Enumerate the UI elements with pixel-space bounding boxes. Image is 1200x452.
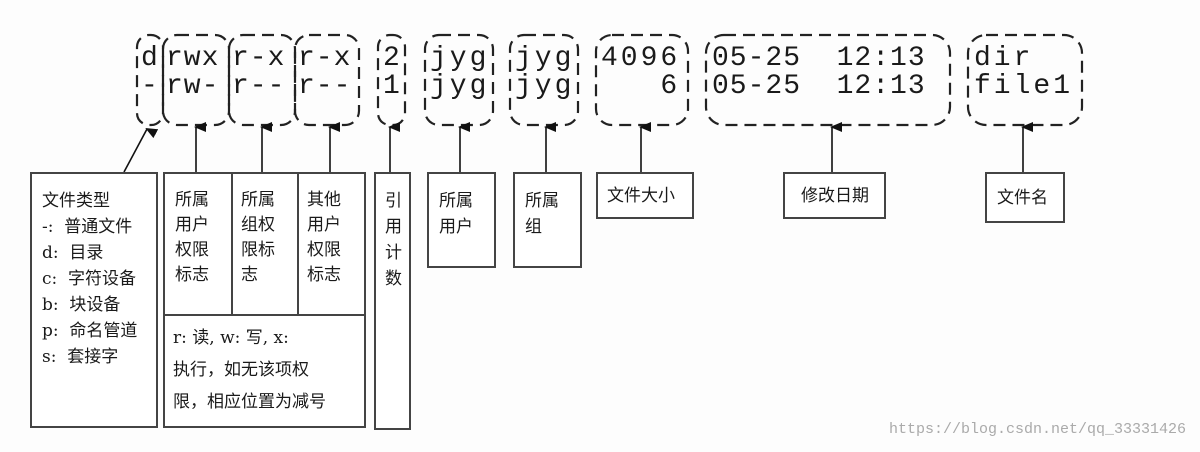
file-type-regular: -: 普通文件 bbox=[42, 217, 133, 237]
date-row2: 05-25 12:13 bbox=[712, 71, 926, 102]
other-perm-row1: r-x bbox=[298, 43, 352, 74]
arrow-type bbox=[123, 128, 159, 173]
group-perm-label: 所属组权限标志 bbox=[241, 190, 275, 285]
name-box: 文件名 bbox=[985, 172, 1065, 223]
file-type-pipe: p: 命名管道 bbox=[42, 321, 138, 341]
size-row1: 4096 bbox=[601, 43, 681, 74]
size-row2: 6 bbox=[601, 71, 681, 102]
perm-divider-1 bbox=[231, 174, 233, 314]
name-row1: dir bbox=[974, 43, 1034, 74]
links-box: 引用计数 bbox=[374, 172, 411, 430]
owner-perm-row1: rwx bbox=[166, 43, 220, 74]
owner-group bbox=[423, 33, 495, 127]
file-type-title: 文件类型 bbox=[42, 191, 110, 211]
links-row2: 1 bbox=[383, 71, 404, 102]
perm-divider-horizontal bbox=[165, 314, 364, 316]
owner-perm-label: 所属用户权限标志 bbox=[175, 190, 209, 285]
name-group bbox=[966, 33, 1084, 127]
size-col: 4096 6 bbox=[601, 45, 680, 101]
permission-box: 所属用户权限标志 所属组权限标志 其他用户权限标志 r: 读, w: 写, x:… bbox=[163, 172, 366, 428]
file-type-dir: d: 目录 bbox=[42, 243, 104, 263]
perm-note: r: 读, w: 写, x:执行，如无该项权限，相应位置为减号 bbox=[173, 328, 326, 412]
type-group bbox=[135, 33, 165, 127]
other-perm-row2: r-- bbox=[298, 71, 352, 102]
date-row1: 05-25 12:13 bbox=[712, 43, 926, 74]
owner-row1: jyg bbox=[430, 43, 490, 74]
perm-divider-2 bbox=[297, 174, 299, 314]
type-row2: - bbox=[141, 71, 162, 102]
type-col: d- bbox=[141, 45, 162, 101]
other-perm-label: 其他用户权限标志 bbox=[307, 190, 341, 285]
owner-row2: jyg bbox=[430, 71, 490, 102]
group-box: 所属组 bbox=[513, 172, 582, 268]
group-perm-row1: r-x bbox=[232, 43, 286, 74]
file-type-box: 文件类型 -: 普通文件 d: 目录 c: 字符设备 b: 块设备 p: 命名管… bbox=[30, 172, 158, 428]
file-type-char: c: 字符设备 bbox=[42, 269, 137, 289]
group-group bbox=[508, 33, 580, 127]
file-type-block: b: 块设备 bbox=[42, 295, 121, 315]
group-perm-row2: r-- bbox=[232, 71, 286, 102]
size-box: 文件大小 bbox=[596, 172, 694, 219]
date-group bbox=[704, 33, 952, 127]
links-row1: 2 bbox=[383, 43, 404, 74]
links-group bbox=[376, 33, 407, 127]
group-row2: jyg bbox=[515, 71, 575, 102]
name-row2: file1 bbox=[974, 71, 1074, 102]
owner-box: 所属用户 bbox=[427, 172, 496, 268]
other-perm-group bbox=[293, 33, 361, 127]
group-row1: jyg bbox=[515, 43, 575, 74]
date-box: 修改日期 bbox=[783, 172, 886, 219]
owner-perm-row2: rw- bbox=[166, 71, 220, 102]
type-row1: d bbox=[141, 43, 162, 74]
watermark: https://blog.csdn.net/qq_33331426 bbox=[888, 421, 1186, 438]
file-type-socket: s: 套接字 bbox=[42, 347, 119, 367]
